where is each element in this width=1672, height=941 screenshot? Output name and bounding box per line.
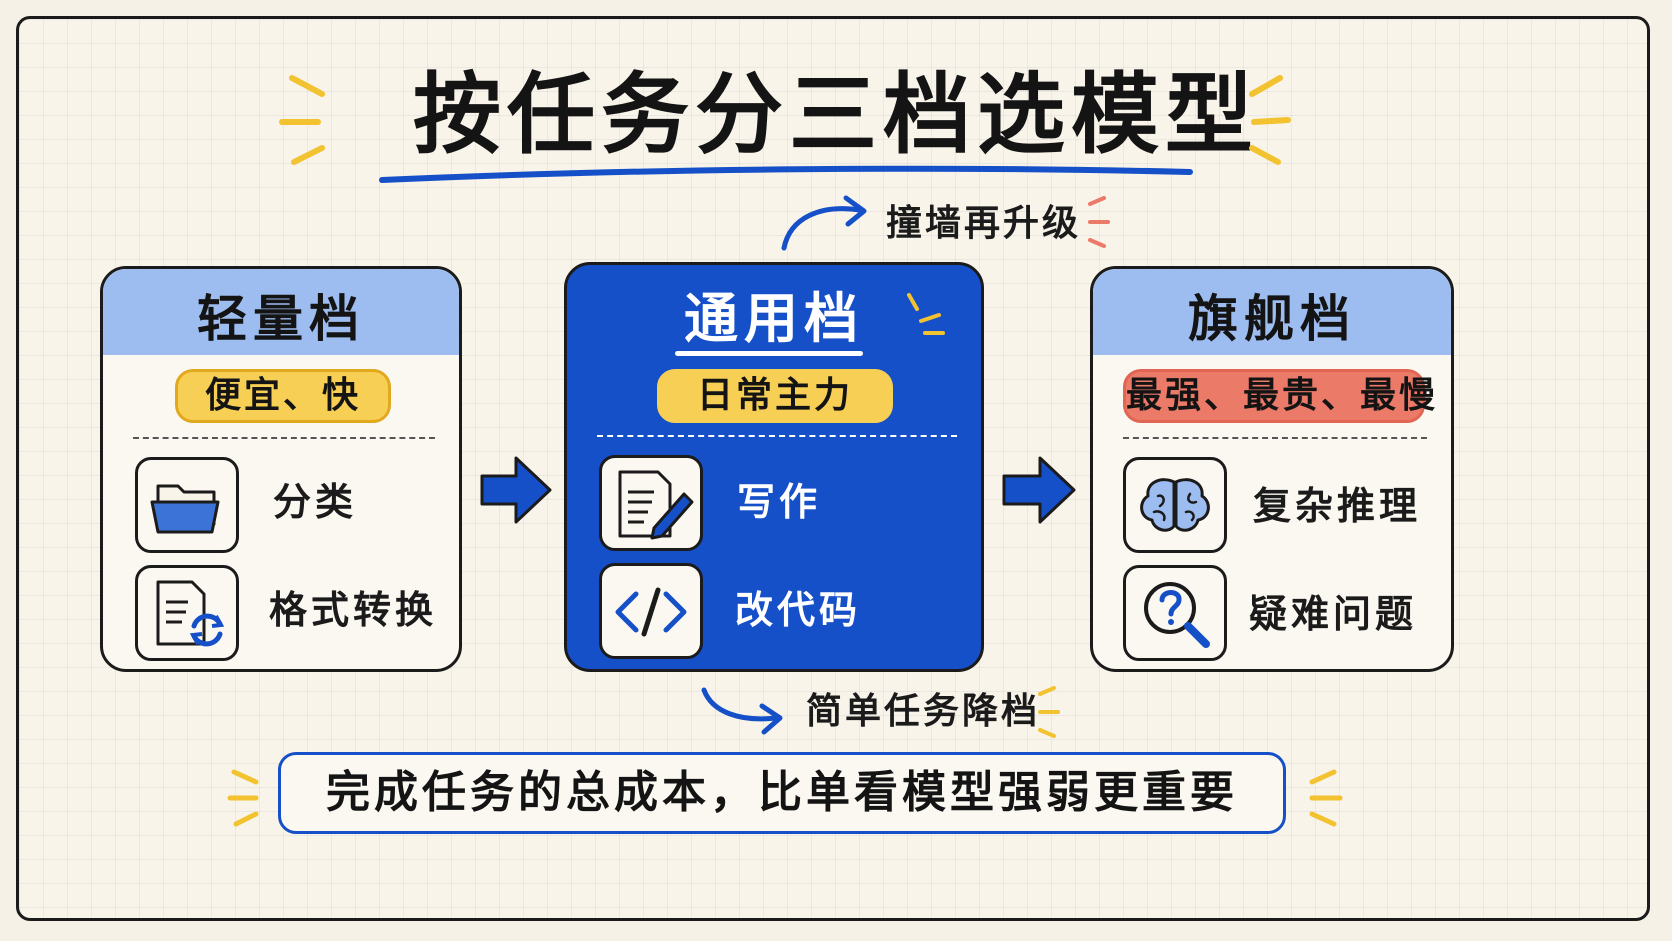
brain-icon (1123, 457, 1227, 553)
code-icon (599, 563, 703, 659)
tier-name: 旗舰档 (1093, 269, 1451, 355)
item-label: 分类 (273, 480, 358, 524)
upgrade-sparkle-icon (1088, 196, 1110, 248)
tier-name: 轻量档 (103, 269, 459, 355)
item-label: 复杂推理 (1253, 484, 1422, 528)
item-label: 疑难问题 (1249, 592, 1418, 636)
flow-arrow-1-icon (480, 456, 552, 524)
sparkle-right-icon (1249, 75, 1291, 165)
divider (1123, 437, 1427, 439)
conclusion-box: 完成任务的总成本，比单看模型强弱更重要 (278, 752, 1286, 834)
question-magnifier-icon (1123, 565, 1227, 661)
item-label: 写作 (737, 480, 822, 524)
folder-icon (135, 457, 239, 553)
document-convert-icon (135, 565, 239, 661)
highlight-sparkle-icon (907, 293, 945, 335)
tier-tag: 便宜、快 (175, 369, 391, 423)
tier-tag: 最强、最贵、最慢 (1123, 369, 1435, 423)
downgrade-arrow-icon (701, 687, 779, 722)
downgrade-sparkle-icon (1038, 686, 1060, 738)
document-edit-icon (599, 455, 703, 551)
tier-name: 通用档 (684, 287, 864, 350)
item-label: 格式转换 (269, 588, 438, 632)
upgrade-note: 撞墙再升级 (886, 203, 1082, 244)
bottom-sparkle-right-icon (1309, 769, 1343, 827)
upgrade-arrow-icon (781, 206, 863, 251)
tier-card-general: 通用档 日常主力 写作 改代码 (564, 262, 984, 672)
downgrade-note: 简单任务降档 (806, 691, 1041, 732)
flow-arrow-2-icon (1002, 456, 1076, 524)
tier-tag: 日常主力 (657, 369, 893, 423)
tier-card-light: 轻量档 便宜、快 分类 格式转换 (100, 266, 462, 672)
divider (133, 437, 435, 439)
divider (597, 435, 957, 437)
bottom-sparkle-left-icon (227, 769, 259, 827)
sparkle-left-icon (279, 75, 325, 165)
tier-card-flagship: 旗舰档 最强、最贵、最慢 复杂推理 疑难问题 (1090, 266, 1454, 672)
page-title: 按任务分三档选模型 (412, 63, 1259, 166)
item-label: 改代码 (735, 588, 862, 632)
title-underline (675, 351, 863, 356)
